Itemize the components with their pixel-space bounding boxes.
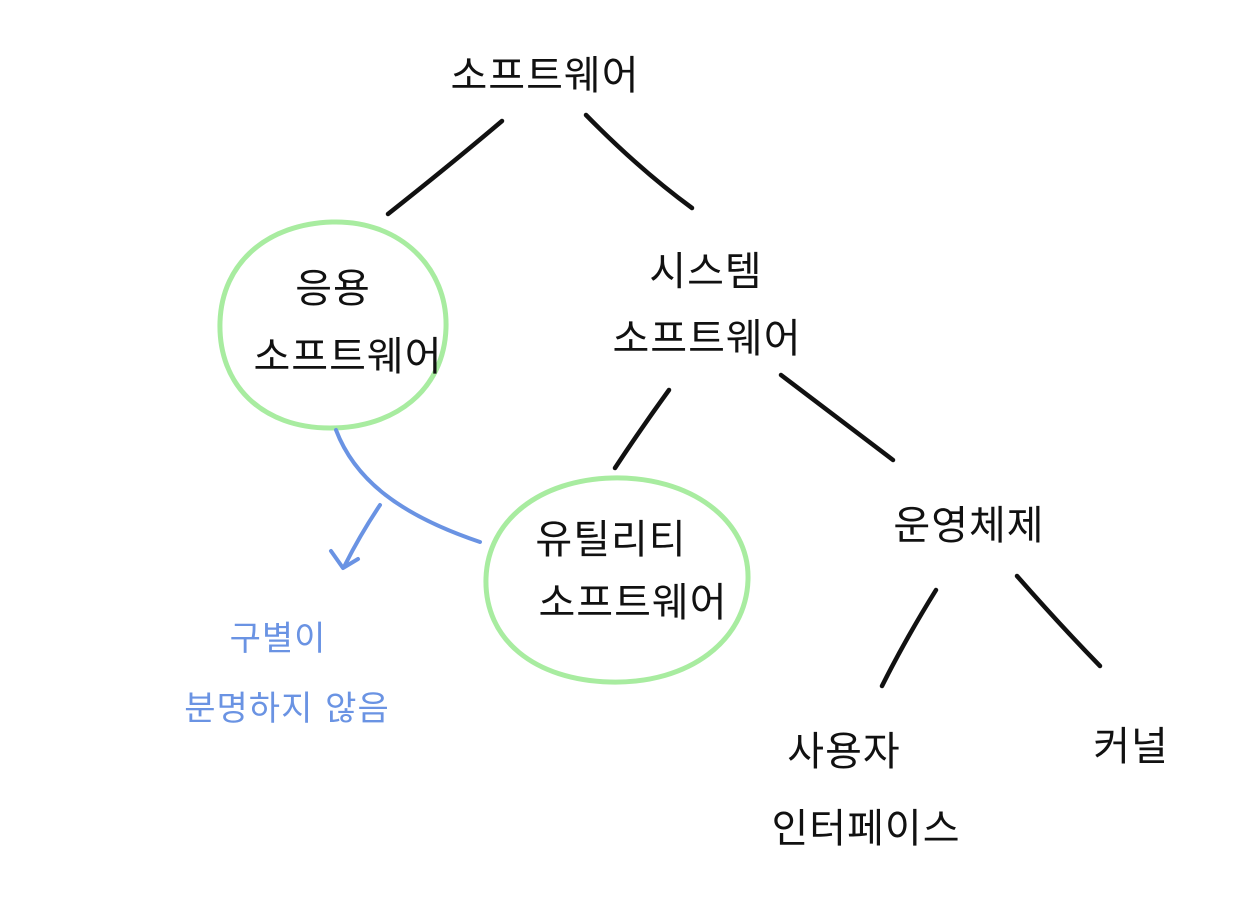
node-utility-software: 유틸리티 소프트웨어 (535, 517, 728, 626)
ambiguity-annotation-strokes (329, 428, 482, 570)
utility-label-line1: 유틸리티 (535, 517, 686, 563)
edge-os-to-ui (879, 587, 939, 689)
edge-system-to-os (778, 372, 896, 463)
edge-software-to-system (583, 112, 695, 211)
application-label-line1: 응용 (295, 266, 371, 312)
node-user-interface: 사용자 인터페이스 (772, 729, 961, 852)
edge-system-to-utility (612, 387, 672, 471)
node-application-software: 응용 소프트웨어 (254, 266, 443, 380)
utility-label-line2: 소프트웨어 (539, 580, 728, 626)
ambiguity-note-line1: 구별이 (230, 619, 327, 659)
ui-label-line2: 인터페이스 (772, 806, 961, 852)
ui-label-line1: 사용자 (787, 729, 900, 775)
os-label: 운영체제 (893, 503, 1044, 549)
highlight-circles (217, 219, 751, 685)
ambiguity-connector-line (334, 428, 482, 544)
node-system-software: 시스템 소프트웨어 (613, 249, 802, 362)
node-software: 소프트웨어 (451, 53, 640, 99)
ambiguity-arrow-shaft (343, 503, 382, 567)
system-label-line2: 소프트웨어 (613, 316, 802, 362)
edge-os-to-kernel (1014, 573, 1103, 669)
system-label-line1: 시스템 (649, 249, 762, 295)
kernel-label: 커널 (1093, 724, 1169, 770)
utility-highlight-circle (483, 475, 751, 685)
ambiguity-note: 구별이 분명하지 않음 (184, 619, 390, 729)
application-label-line2: 소프트웨어 (254, 334, 443, 380)
software-label: 소프트웨어 (451, 53, 640, 99)
application-highlight-circle (217, 219, 449, 431)
ambiguity-note-line2: 분명하지 않음 (184, 689, 390, 729)
edge-software-to-application (385, 118, 505, 217)
node-operating-system: 운영체제 (893, 503, 1044, 549)
ambiguity-arrow-head (329, 549, 360, 570)
tree-edges (385, 112, 1103, 689)
node-kernel: 커널 (1093, 724, 1169, 770)
